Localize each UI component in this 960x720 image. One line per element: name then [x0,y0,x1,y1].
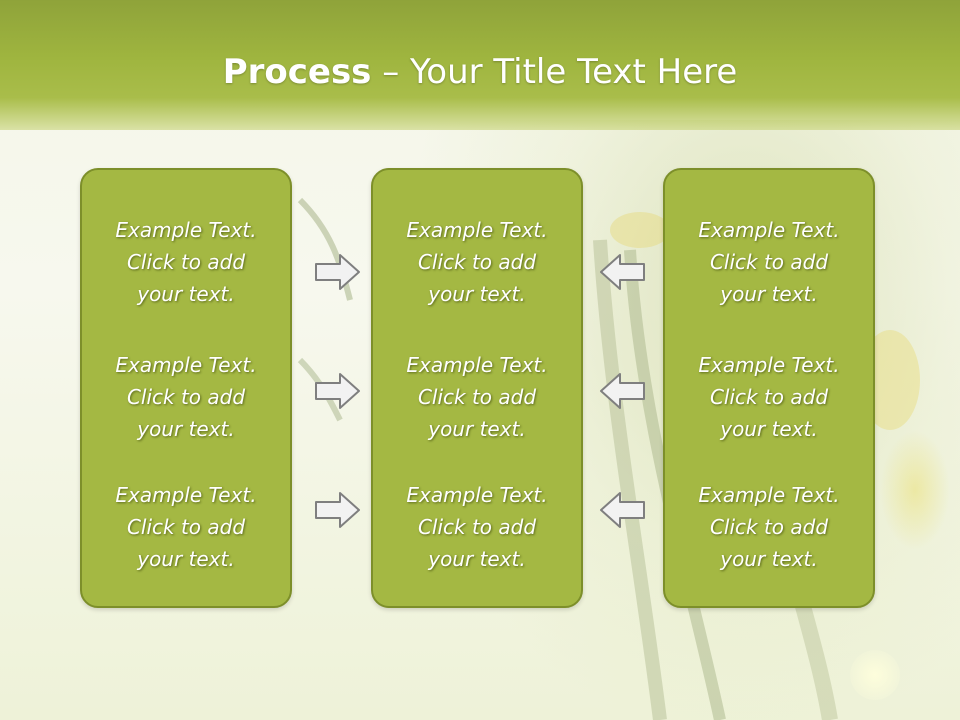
title-rest: – Your Title Text Here [371,52,738,92]
text-line: Click to add [709,385,829,409]
text-block[interactable]: Example Text. Click to add your text. [665,479,873,575]
text-line: Example Text. [406,483,548,507]
arrow-left-icon [600,492,645,528]
text-line: Example Text. [115,218,257,242]
text-line: Example Text. [698,483,840,507]
text-block[interactable]: Example Text. Click to add your text. [373,349,581,445]
text-block[interactable]: Example Text. Click to add your text. [373,479,581,575]
text-line: Click to add [709,515,829,539]
process-box-center[interactable]: Example Text. Click to add your text. Ex… [371,168,583,608]
text-line: Click to add [417,250,537,274]
text-line: Click to add [417,385,537,409]
arrow-left-icon [600,254,645,290]
title-bold: Process [222,52,372,92]
text-line: your text. [720,417,818,441]
arrow-right-icon [315,254,360,290]
arrow-right-icon [315,492,360,528]
text-line: your text. [137,417,235,441]
text-line: Click to add [126,250,246,274]
text-line: Example Text. [115,353,257,377]
text-line: Example Text. [406,218,548,242]
text-block[interactable]: Example Text. Click to add your text. [665,349,873,445]
process-box-left[interactable]: Example Text. Click to add your text. Ex… [80,168,292,608]
text-block[interactable]: Example Text. Click to add your text. [665,214,873,310]
text-line: your text. [137,547,235,571]
text-block[interactable]: Example Text. Click to add your text. [82,214,290,310]
arrow-right-icon [315,373,360,409]
text-line: your text. [428,547,526,571]
text-line: your text. [720,547,818,571]
text-line: Click to add [126,385,246,409]
text-block[interactable]: Example Text. Click to add your text. [82,479,290,575]
text-line: Click to add [417,515,537,539]
text-line: Example Text. [698,218,840,242]
text-line: your text. [137,282,235,306]
title-bar [0,0,960,130]
slide-title[interactable]: Process – Your Title Text Here [0,52,960,92]
text-line: Example Text. [406,353,548,377]
text-line: your text. [720,282,818,306]
text-line: Example Text. [115,483,257,507]
light-glow [850,650,900,700]
text-block[interactable]: Example Text. Click to add your text. [82,349,290,445]
text-line: Example Text. [698,353,840,377]
flower-glow [880,430,950,550]
text-line: Click to add [709,250,829,274]
process-box-right[interactable]: Example Text. Click to add your text. Ex… [663,168,875,608]
text-line: your text. [428,417,526,441]
text-line: your text. [428,282,526,306]
text-block[interactable]: Example Text. Click to add your text. [373,214,581,310]
arrow-left-icon [600,373,645,409]
text-line: Click to add [126,515,246,539]
